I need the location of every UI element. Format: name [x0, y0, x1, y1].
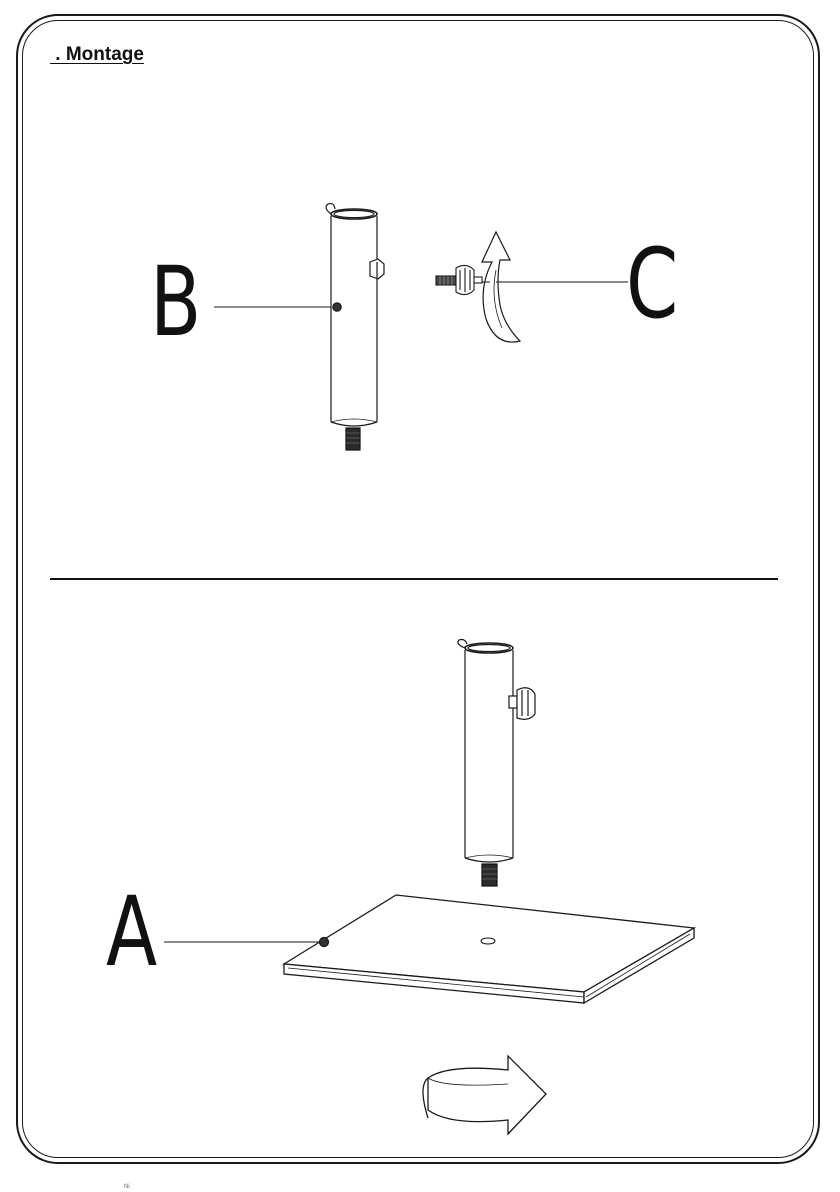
part-label-a: A	[106, 884, 157, 980]
turn-arrow-icon	[423, 1056, 546, 1134]
footer-fragment: Ni	[124, 1184, 130, 1190]
tube-assembled-drawing	[458, 640, 535, 887]
footer-text-fragment: Ni	[0, 1184, 130, 1190]
base-plate-a-drawing	[284, 895, 694, 1003]
